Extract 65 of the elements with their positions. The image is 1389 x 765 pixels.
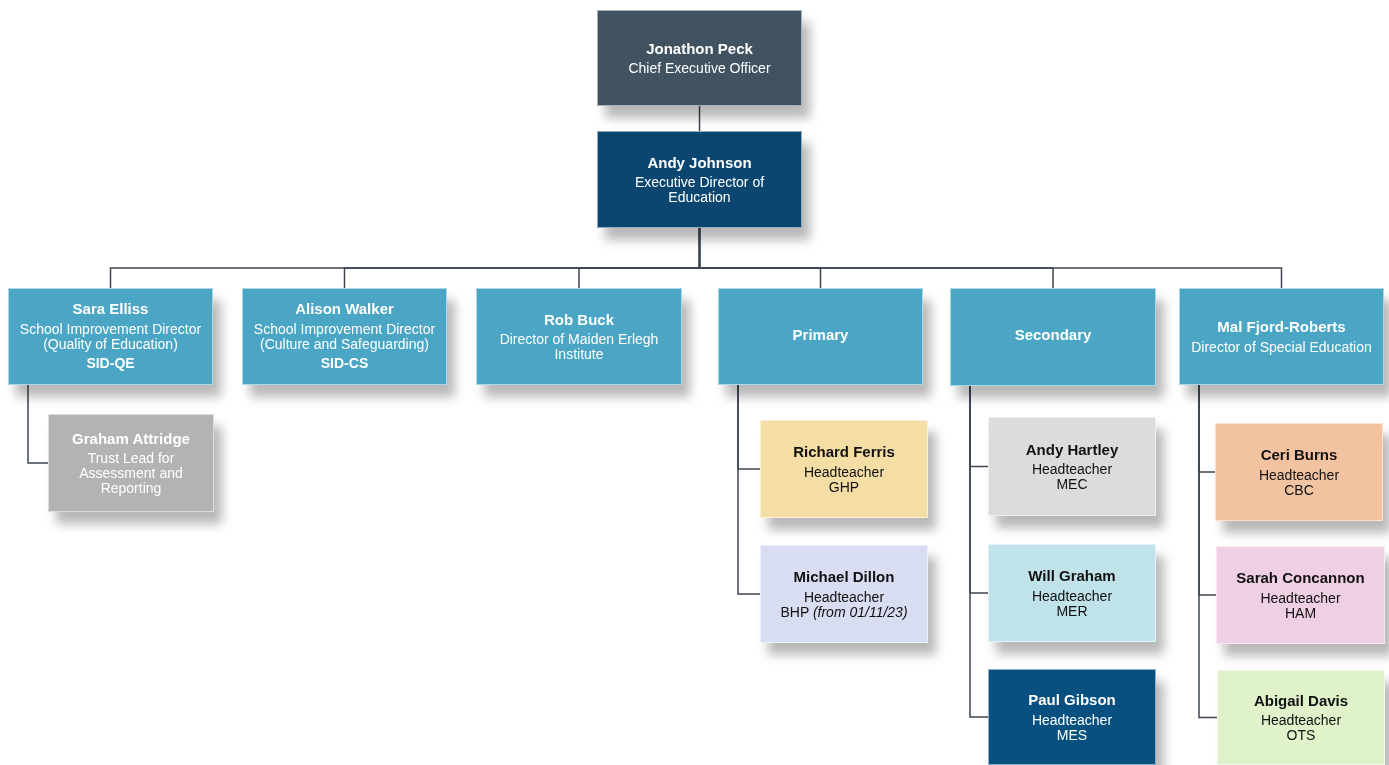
role-code: SID-CS — [320, 355, 369, 373]
person-name: Andy Johnson — [647, 153, 752, 173]
org-chart-box — [988, 669, 1156, 765]
org-chart-box — [1215, 423, 1383, 521]
job-title: MES — [1056, 727, 1088, 743]
org-chart-box — [1216, 546, 1385, 644]
job-title: Headteacher — [1031, 712, 1113, 728]
org-chart-box — [718, 288, 923, 385]
job-title: GHP — [828, 479, 860, 495]
person-name: Will Graham — [1028, 567, 1116, 586]
person-name: Primary — [792, 325, 849, 345]
connector-line — [698, 227, 1283, 289]
job-title: Headteacher — [803, 464, 885, 480]
org-chart-box — [760, 420, 928, 518]
job-title: Executive Director of Education — [633, 175, 766, 206]
job-title: School Improvement Director (Culture and Safeguarding) — [252, 322, 437, 353]
connector-line — [27, 384, 49, 464]
org-chart-box — [48, 414, 214, 512]
connector-line — [737, 384, 761, 595]
org-chart-box — [242, 288, 447, 385]
person-name: Mal Fjord-Roberts — [1217, 318, 1346, 337]
job-title: Director of Maiden Erlegh Institute — [498, 332, 660, 363]
job-title: MER — [1056, 603, 1088, 619]
person-name: Secondary — [1014, 326, 1092, 345]
person-name: Ceri Burns — [1260, 446, 1338, 465]
person-name: Richard Ferris — [793, 443, 895, 462]
org-chart-box — [476, 288, 682, 385]
job-title: Headteacher — [803, 589, 885, 605]
job-title: Headteacher — [1031, 462, 1113, 478]
job-title: Trust Lead for Assessment and Reporting — [78, 451, 184, 497]
job-title: CBC — [1284, 482, 1314, 498]
connector-line — [698, 105, 701, 132]
person-name: Michael Dillon — [793, 568, 895, 587]
job-title: School Improvement Director (Quality of Education) — [18, 322, 203, 353]
job-title: Headteacher — [1258, 467, 1340, 483]
person-name: Jonathon Peck — [646, 39, 753, 59]
person-name: Graham Attridge — [72, 429, 190, 449]
job-title: BHP (from 01/11/23) — [780, 604, 908, 620]
connector-line — [1198, 384, 1218, 719]
person-name: Paul Gibson — [1028, 691, 1116, 710]
org-chart-box — [597, 10, 802, 106]
person-name: Rob Buck — [544, 310, 614, 330]
job-title: MEC — [1056, 477, 1088, 493]
org-chart-box — [1217, 670, 1385, 765]
org-chart-box — [950, 288, 1156, 386]
person-name: Abigail Davis — [1253, 691, 1349, 711]
job-title: OTS — [1286, 728, 1316, 744]
job-title: Headteacher — [1031, 588, 1113, 604]
connector-line — [969, 385, 989, 718]
person-name: Andy Hartley — [1025, 440, 1119, 460]
job-title: Director of Special Education — [1191, 339, 1372, 355]
org-chart-box — [597, 131, 802, 228]
job-title: HAM — [1284, 605, 1317, 621]
person-name: Alison Walker — [295, 300, 394, 320]
job-title: Headteacher — [1260, 590, 1341, 606]
org-chart-box — [988, 417, 1156, 516]
org-chart-box — [760, 545, 928, 643]
job-title: Headteacher — [1260, 713, 1342, 729]
job-title: Chief Executive Officer — [628, 61, 771, 77]
org-chart-box — [8, 288, 213, 385]
person-name: Sara Elliss — [72, 300, 149, 320]
person-name: Sarah Concannon — [1236, 569, 1365, 588]
role-code: SID-QE — [86, 355, 135, 373]
org-chart-box — [1179, 288, 1384, 385]
org-chart-box — [988, 544, 1156, 642]
